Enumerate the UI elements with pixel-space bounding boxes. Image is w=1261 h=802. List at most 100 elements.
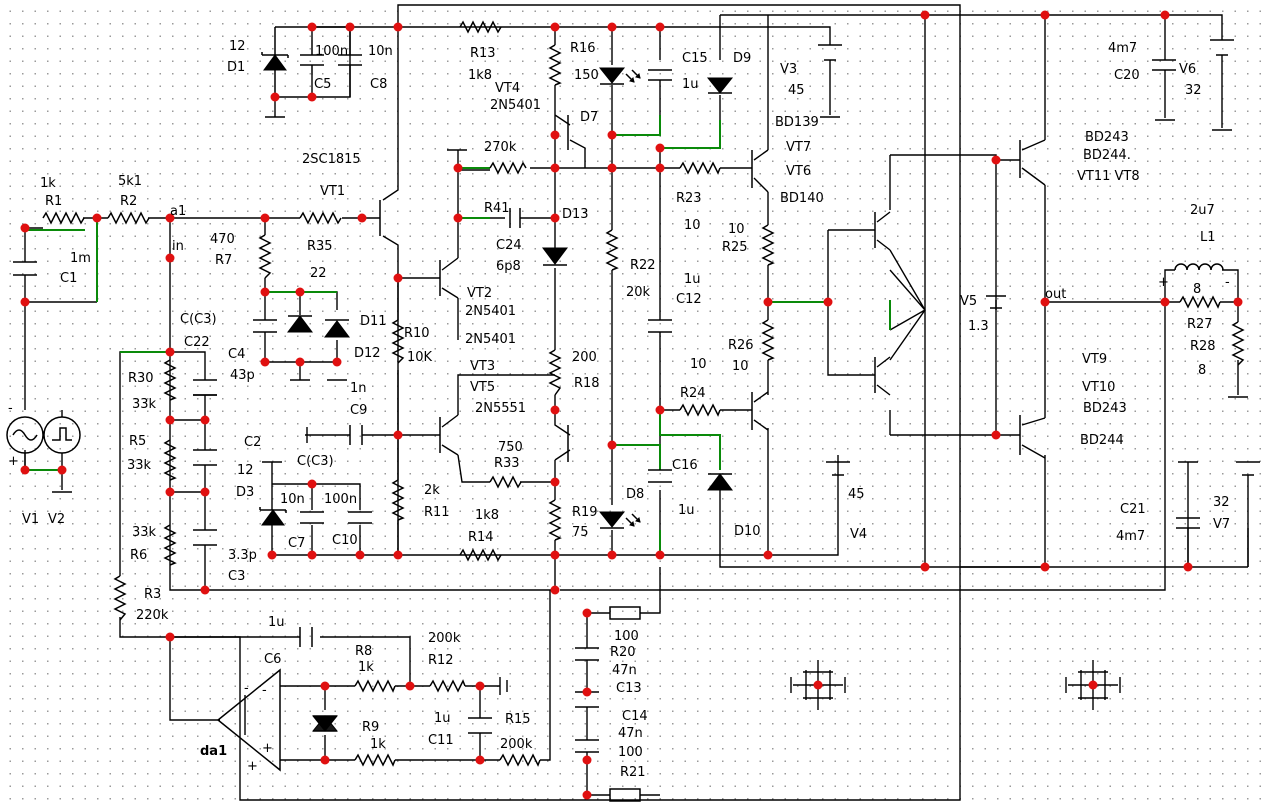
transistors (379, 115, 1046, 462)
opamp-plus-1: + (262, 741, 273, 756)
label-c7-value: 10n (280, 492, 305, 507)
label-r16-value: 150 (574, 68, 599, 83)
label-v6-value: 32 (1185, 83, 1202, 98)
label-bd139: BD139 (775, 115, 819, 130)
resistor-r15 (499, 753, 541, 767)
label-r2-value: 5k1 (118, 174, 142, 189)
resistor-r24 (679, 403, 721, 417)
diode-pair-opamp (311, 715, 339, 732)
label-bd140: BD140 (780, 191, 824, 206)
label-r11-value: 2k (424, 483, 440, 498)
label-c13: C13 (616, 681, 642, 696)
label-d13: D13 (562, 207, 589, 222)
label-r10: R10 (404, 326, 430, 341)
label-r28-value: 8 (1198, 363, 1206, 378)
capacitor-c13 (575, 647, 599, 661)
label-r14: R14 (468, 530, 494, 545)
resistor-r8 (354, 679, 396, 693)
label-v2: V2 (48, 512, 65, 527)
battery-v7 (1236, 461, 1260, 476)
label-r5-value: 33k (127, 458, 152, 473)
label-r6: R6 (130, 548, 147, 563)
label-v7-value: 32 (1213, 495, 1230, 510)
opamp-icon (216, 668, 281, 772)
capacitor-c6 (299, 627, 313, 647)
label-c21: C21 (1120, 502, 1146, 517)
diode-d13 (542, 247, 568, 266)
capacitor-c3 (193, 529, 217, 546)
label-v1: V1 (22, 512, 39, 527)
label-r270k: 270k (484, 140, 517, 155)
resistor-r27 (1179, 295, 1221, 309)
capacitor-c15 (648, 69, 672, 81)
capacitor-c22 (193, 379, 217, 396)
label-d3: D3 (236, 485, 254, 500)
transistor-vt9 (1019, 415, 1046, 459)
label-c13-value: 47n (612, 663, 637, 678)
resistor-r9 (354, 753, 396, 767)
label-c10-value: 100n (324, 492, 357, 507)
label-c12-value: 1u (684, 272, 701, 287)
resistor-r19 (548, 499, 562, 541)
label-r33-value: 750 (498, 440, 523, 455)
label-vt2: VT2 (467, 286, 492, 301)
diode-d9 (706, 77, 734, 94)
component-labels: 12 D1 100n C5 10n C8 R13 1k8 R16 150 C15… (8, 39, 1230, 780)
label-2sc1815: 2SC1815 (302, 152, 361, 167)
label-l1: L1 (1200, 230, 1216, 245)
label-r23: R23 (676, 191, 702, 206)
resistor-r28 (1231, 321, 1245, 366)
label-vt3: VT3 (470, 359, 495, 374)
transistor-vt3 (439, 414, 459, 456)
label-r24: R24 (680, 386, 706, 401)
label-r20: R20 (610, 645, 636, 660)
label-r18: R18 (574, 376, 600, 391)
label-vt9: VT9 (1082, 352, 1107, 367)
speaker-plus: + (1158, 275, 1169, 290)
label-12: 12 (237, 463, 254, 478)
resistor-r22 (605, 229, 619, 271)
label-r24-value: 10 (690, 357, 707, 372)
label-c1-value: 1m (70, 251, 91, 266)
label-r22: R22 (630, 258, 656, 273)
label-r13: R13 (470, 46, 496, 61)
resistor-r7 (258, 234, 272, 279)
label-r7-value: 470 (210, 232, 235, 247)
opamp-plus-2: + (247, 759, 258, 774)
label-r30-value: 33k (132, 397, 157, 412)
label-c2: C2 (244, 435, 261, 450)
transistor-bias-top (874, 211, 891, 251)
label-v4: V4 (850, 527, 867, 542)
highlight-wires (25, 115, 891, 555)
led-d8 (598, 511, 641, 529)
diode-d11 (287, 315, 313, 333)
label-d7: D7 (580, 110, 598, 125)
label-c3: C3 (228, 569, 245, 584)
label-c24: C24 (496, 238, 522, 253)
label-bd244-bot: BD244 (1080, 433, 1124, 448)
label-c14-value: 47n (618, 726, 643, 741)
label-r19: R19 (572, 505, 598, 520)
label-vt1: VT1 (320, 184, 345, 199)
label-c11-value: 1u (434, 711, 451, 726)
label-vt2-type2: 2N5401 (465, 332, 516, 347)
label-cc3-b: C(C3) (297, 454, 334, 469)
transistor-vt6 (751, 391, 769, 431)
label-r2: R2 (120, 194, 137, 209)
transistor-vt2 (439, 257, 459, 299)
resistor-r26 (761, 319, 775, 361)
label-r8-value: 1k (358, 660, 374, 675)
label-r22-value: 20k (626, 285, 651, 300)
transistor-vt11 (1019, 139, 1046, 186)
label-vt4: VT4 (495, 81, 520, 96)
label-r9: R9 (362, 720, 379, 735)
capacitor-c3a (193, 449, 217, 466)
label-r26-value: 10 (732, 359, 749, 374)
resistor-r1 (42, 211, 85, 225)
label-c14: C14 (622, 709, 648, 724)
resistor-r16 (548, 44, 562, 86)
label-r21: R21 (620, 765, 646, 780)
source-plus: + (8, 454, 19, 469)
capacitor-c20 (1152, 59, 1176, 71)
label-r28: R28 (1190, 339, 1216, 354)
